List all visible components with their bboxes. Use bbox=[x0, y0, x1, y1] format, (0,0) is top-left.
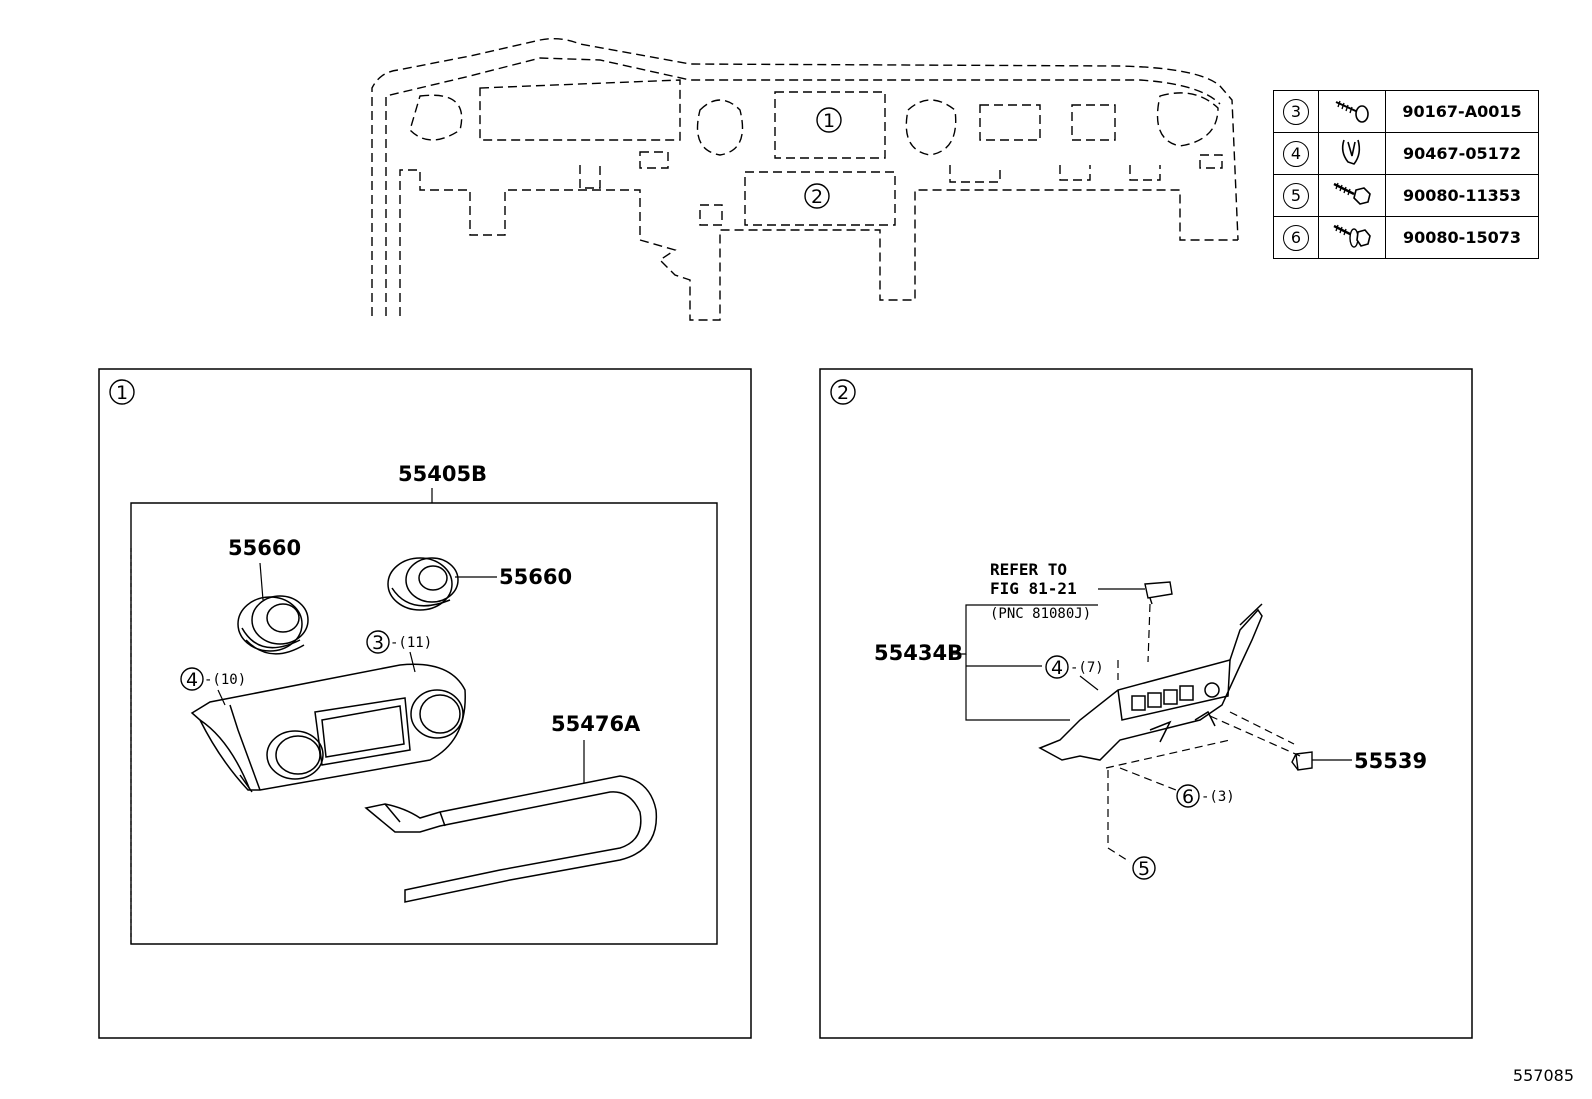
overview-callout-2: 2 bbox=[804, 183, 830, 209]
svg-text:2: 2 bbox=[811, 186, 823, 208]
refer-to-line1: REFER TO bbox=[990, 560, 1067, 579]
svg-text:3: 3 bbox=[372, 632, 384, 654]
svg-text:5: 5 bbox=[1138, 858, 1150, 880]
legend-key: 3 bbox=[1283, 98, 1309, 125]
lower-trim-panel bbox=[364, 775, 658, 903]
legend-key: 4 bbox=[1283, 140, 1309, 167]
center-bezel bbox=[190, 663, 466, 793]
screw-icon bbox=[1335, 100, 1369, 123]
legend-key: 5 bbox=[1283, 182, 1309, 209]
panel-1-frame bbox=[98, 368, 752, 1039]
refer-to-line3: (PNC 81080J) bbox=[990, 606, 1091, 622]
svg-text:1: 1 bbox=[116, 382, 128, 404]
panel-2-bolt-callout: 6 -(3) bbox=[1176, 784, 1235, 808]
panel-2-assembly-label: 55434B bbox=[874, 641, 963, 665]
svg-text:4: 4 bbox=[1051, 657, 1063, 679]
switch-connector bbox=[1144, 581, 1173, 605]
bolt-washer-icon bbox=[1333, 224, 1371, 248]
fastener-legend: 3 90167-A0015 4 90467-05172 5 900 bbox=[1273, 90, 1539, 259]
legend-row: 3 90167-A0015 bbox=[1273, 90, 1539, 133]
overview-callout-1: 1 bbox=[816, 107, 842, 133]
clip-icon bbox=[1341, 139, 1361, 165]
legend-part-number: 90167-A0015 bbox=[1385, 90, 1539, 133]
panel-1-vent-right-label: 55660 bbox=[499, 565, 572, 589]
legend-row: 6 90080-15073 bbox=[1273, 216, 1539, 259]
svg-text:6: 6 bbox=[1182, 786, 1194, 808]
panel-2-index: 2 bbox=[830, 379, 856, 405]
air-vent-left bbox=[237, 595, 309, 655]
panel-1-vent-left-label: 55660 bbox=[228, 536, 301, 560]
svg-text:-(11): -(11) bbox=[390, 635, 432, 651]
svg-text:-(7): -(7) bbox=[1070, 660, 1104, 676]
panel-1-clip-callout: 4 -(10) bbox=[180, 667, 246, 706]
panel-1-assembly-label: 55405B bbox=[398, 462, 487, 486]
bolt-icon bbox=[1333, 182, 1371, 205]
panel-1-screw-callout: 3 -(11) bbox=[366, 630, 432, 673]
air-vent-right bbox=[387, 557, 459, 611]
svg-text:-(10): -(10) bbox=[204, 672, 246, 688]
switch-hole-cover bbox=[1291, 751, 1313, 771]
panel-2-clip-callout: 4 -(7) bbox=[1045, 655, 1104, 691]
legend-part-number: 90080-15073 bbox=[1385, 216, 1539, 259]
legend-key: 6 bbox=[1283, 224, 1309, 251]
legend-part-number: 90080-11353 bbox=[1385, 174, 1539, 217]
refer-to-line2: FIG 81-21 bbox=[990, 579, 1077, 598]
legend-row: 4 90467-05172 bbox=[1273, 132, 1539, 175]
legend-part-number: 90467-05172 bbox=[1385, 132, 1539, 175]
legend-row: 5 90080-11353 bbox=[1273, 174, 1539, 217]
panel-2-frame bbox=[819, 368, 1473, 1039]
svg-text:1: 1 bbox=[823, 110, 835, 132]
panel-2-bolt2-callout: 5 bbox=[1132, 856, 1156, 880]
panel-1-trim-label: 55476A bbox=[551, 712, 641, 736]
illustration-number: 557085 bbox=[1512, 1066, 1574, 1085]
svg-text:-(3): -(3) bbox=[1201, 789, 1235, 805]
svg-text:4: 4 bbox=[186, 669, 198, 691]
dashboard-overview bbox=[371, 37, 1239, 321]
lower-switch-bezel bbox=[1038, 603, 1263, 761]
panel-1-index: 1 bbox=[109, 379, 135, 405]
panel-2-cover-label: 55539 bbox=[1354, 749, 1427, 773]
svg-text:2: 2 bbox=[837, 382, 849, 404]
